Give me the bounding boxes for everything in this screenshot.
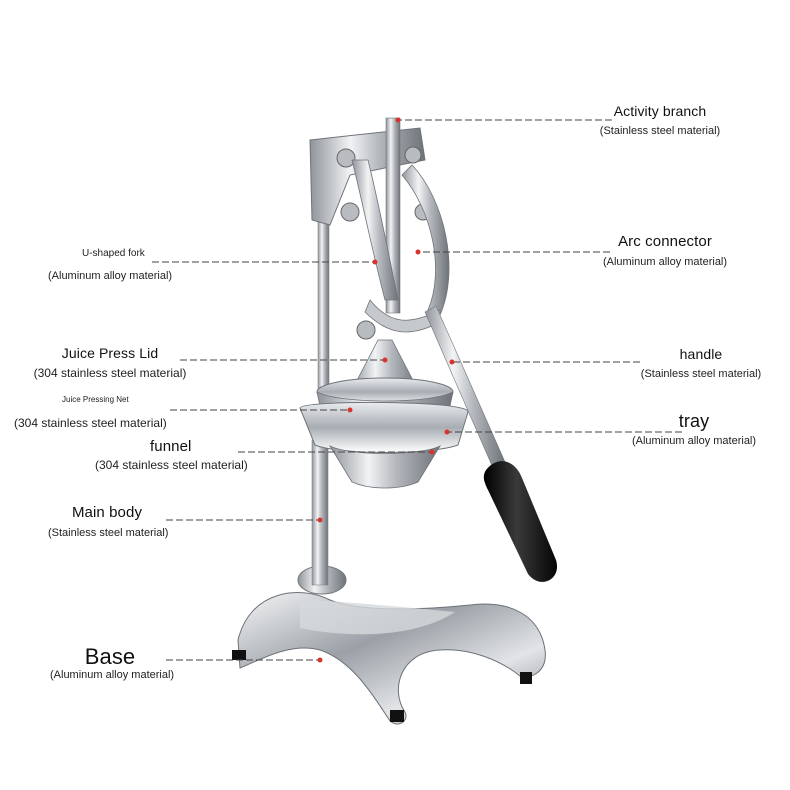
- part-name: funnel: [150, 438, 192, 455]
- part-material: (304 stainless steel material): [14, 416, 167, 430]
- part-name: Arc connector: [618, 233, 712, 250]
- label-funnel-material: (304 stainless steel material): [95, 458, 248, 472]
- label-juice-press-lid: Juice Press Lid (304 stainless steel mat…: [30, 345, 190, 381]
- handle-grip: [483, 461, 558, 582]
- label-funnel: funnel: [150, 438, 192, 456]
- part-name: Activity branch: [613, 103, 707, 119]
- part-name: Main body: [71, 504, 143, 521]
- leader-lines: [152, 119, 682, 661]
- part-material: (Aluminum alloy material): [631, 434, 757, 447]
- part-material: (Aluminum alloy material): [50, 669, 175, 682]
- label-base: Base (Aluminum alloy material): [50, 644, 175, 682]
- part-material: (Aluminum alloy material): [48, 270, 173, 282]
- arc-connector-shape: [401, 164, 450, 316]
- label-activity-branch: Activity branch (Stainless steel materia…: [590, 103, 730, 138]
- label-u-shaped-fork: U-shaped fork: [82, 248, 145, 259]
- part-name: tray: [678, 411, 710, 431]
- part-name: Juice Press Lid: [61, 345, 159, 361]
- part-material: (Stainless steel material): [599, 125, 721, 138]
- label-handle: handle (Stainless steel material): [640, 346, 762, 381]
- part-name: handle: [679, 346, 723, 362]
- part-material: (Stainless steel material): [48, 526, 169, 539]
- part-material: (304 stainless steel material): [95, 458, 248, 472]
- label-tray: tray (Aluminum alloy material): [630, 411, 758, 447]
- main-body-column: [311, 439, 329, 586]
- left-post: [317, 199, 330, 391]
- label-main-body: Main body (Stainless steel material): [48, 504, 169, 539]
- label-arc-connector: Arc connector (Aluminum alloy material): [595, 233, 735, 268]
- part-name: U-shaped fork: [82, 248, 145, 259]
- part-name: Base: [84, 644, 136, 669]
- u-fork-shape: [351, 159, 399, 301]
- label-juice-pressing-net: Juice Pressing Net: [62, 395, 129, 405]
- part-material: (Stainless steel material): [640, 368, 762, 381]
- label-u-shaped-fork-material: (Aluminum alloy material): [48, 270, 172, 282]
- part-material: (304 stainless steel material): [33, 366, 187, 381]
- base-shape: [232, 565, 546, 725]
- part-material: (Aluminum alloy material): [602, 255, 728, 268]
- part-name: Juice Pressing Net: [62, 395, 129, 404]
- pointer-dots: [317, 117, 455, 663]
- label-juice-pressing-net-material: (304 stainless steel material): [14, 416, 167, 430]
